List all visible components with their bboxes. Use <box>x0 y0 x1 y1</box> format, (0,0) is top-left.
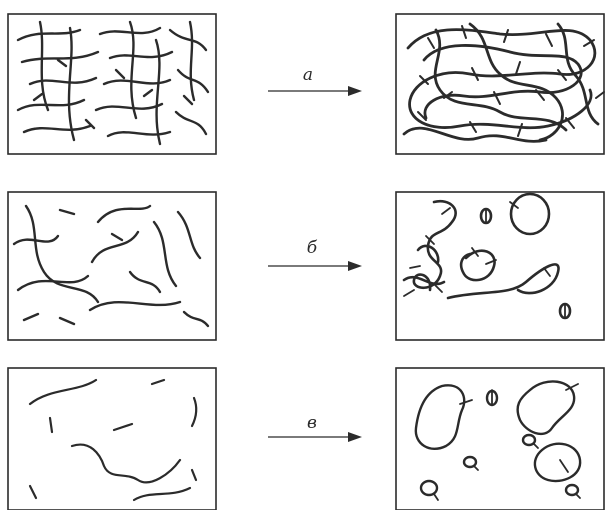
row-c: в <box>7 367 605 510</box>
panel-frame <box>7 367 217 510</box>
crosslink-marks <box>403 201 566 319</box>
arrow-head <box>348 432 362 442</box>
crosslink-marks <box>417 25 605 137</box>
step-label-c: в <box>307 413 317 433</box>
row-c-initial-panel <box>7 367 217 510</box>
row-a-initial-panel <box>7 13 217 155</box>
row-a-transition-arrow: а <box>268 65 362 96</box>
row-b: б <box>7 191 605 341</box>
panel-frame <box>395 191 605 341</box>
panel-frame <box>7 191 217 341</box>
crosslinked-network <box>402 22 600 143</box>
row-a-crosslinked-panel <box>395 13 605 155</box>
row-b-transition-arrow: б <box>268 238 362 271</box>
arrow-head <box>348 261 362 271</box>
medium-chains <box>12 204 210 328</box>
dense-short-chains <box>16 20 210 146</box>
row-b-initial-panel <box>7 191 217 341</box>
sparse-chains <box>28 378 198 502</box>
crosslink-marks <box>433 383 581 501</box>
row-c-crosslinked-panel <box>395 367 605 510</box>
row-c-transition-arrow: в <box>268 413 362 442</box>
row-b-crosslinked-panel <box>395 191 605 341</box>
step-label-b: б <box>307 238 318 258</box>
row-a: а <box>7 13 605 155</box>
arrow-head <box>348 86 362 96</box>
step-label-a: а <box>303 65 313 85</box>
